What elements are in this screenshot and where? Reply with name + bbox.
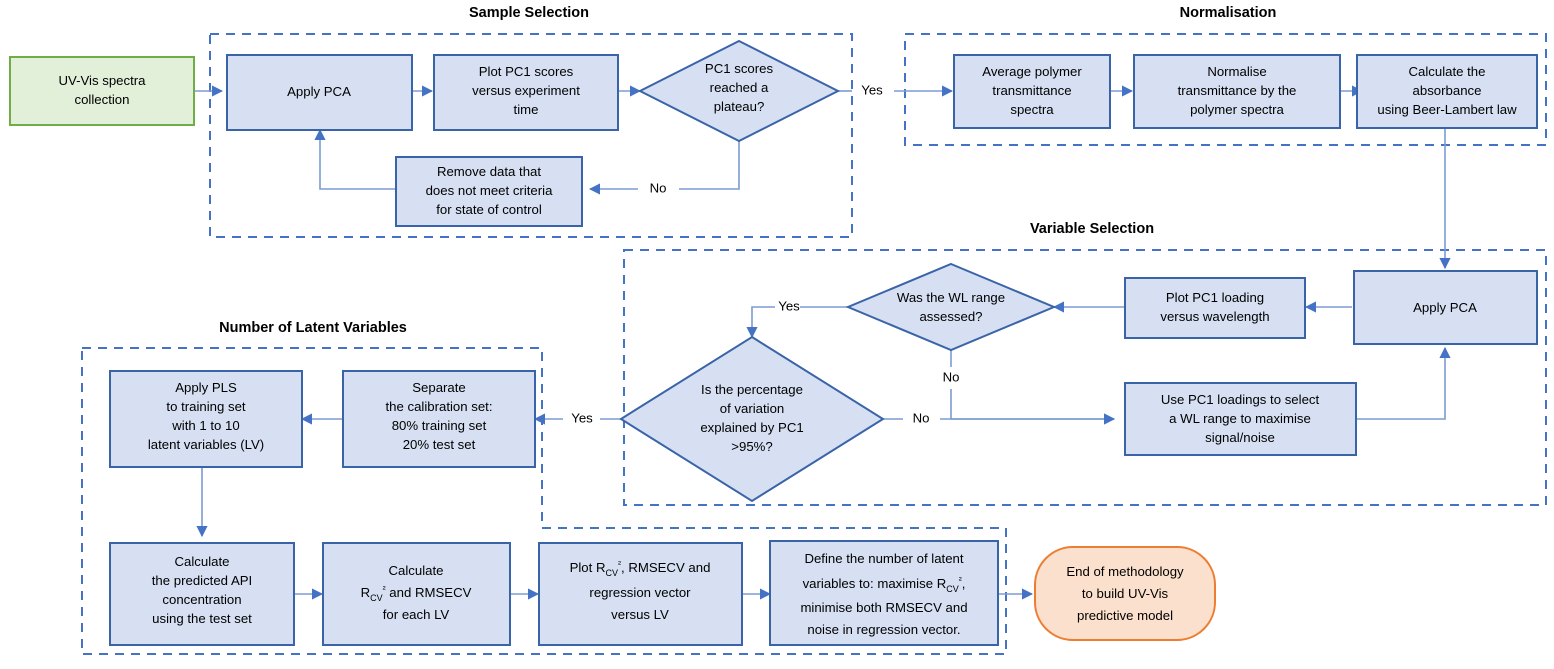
node-calcrcv-line-3: for each LV	[383, 607, 450, 622]
node-absorbance-line-2: absorbance	[1413, 83, 1482, 98]
node-wl-range-line-2: assessed?	[919, 309, 982, 324]
node-plot-pc1-scores-line-2: versus experiment	[472, 83, 580, 98]
connector-wl-yes-to-percentage	[746, 306, 775, 339]
node-end-line-2: to build UV-Vis	[1082, 586, 1169, 601]
node-define-lv[interactable]: Define the number of latent variables to…	[769, 540, 999, 646]
node-usepc1-line-2: a WL range to maximise	[1169, 411, 1311, 426]
node-calcapi-line-2: the predicted API	[152, 573, 252, 588]
edge-label-wl-no: No	[943, 369, 960, 384]
node-use-pc1-loadings[interactable]: Use PC1 loadings to select a WL range to…	[1124, 382, 1357, 456]
edge-label-percentage-yes: Yes	[571, 410, 593, 425]
node-plot-pc1-loading[interactable]: Plot PC1 loading versus wavelength	[1124, 277, 1306, 339]
node-apply-pca-1-line-1: Apply PCA	[287, 84, 351, 99]
node-end-line-1: End of methodology	[1066, 564, 1184, 579]
node-normalise-line-2: transmittance by the	[1178, 83, 1297, 98]
node-start-line-1: UV-Vis spectra	[59, 73, 147, 88]
group-box-variable-selection	[623, 249, 1547, 506]
node-definelv-line-3: minimise both RMSECV and	[800, 600, 967, 615]
node-definelv-line-2-render: variables to: maximise RCV²,	[803, 575, 966, 594]
node-apply-pls[interactable]: Apply PLS to training set with 1 to 10 l…	[109, 370, 303, 468]
node-remove-data-line-3: for state of control	[436, 202, 542, 217]
node-pc1-plateau-line-1: PC1 scores	[705, 61, 774, 76]
node-plot-loading-line-2: versus wavelength	[1160, 309, 1269, 324]
section-title-variable-selection: Variable Selection	[1030, 221, 1154, 237]
node-plot-pc1-scores-line-1: Plot PC1 scores	[479, 64, 574, 79]
node-pc1-plateau-line-3: plateau?	[714, 99, 765, 114]
node-usepc1-line-1: Use PC1 loadings to select	[1161, 392, 1320, 407]
node-remove-data-line-1: Remove data that	[437, 164, 541, 179]
connector-wl-no-to-usepc1	[950, 389, 1116, 425]
node-separate-line-4: 20% test set	[403, 437, 476, 452]
node-remove-data-line-2: does not meet criteria	[426, 183, 553, 198]
connector-plateau-no-down	[679, 131, 740, 190]
node-calcapi-line-4: using the test set	[152, 611, 252, 626]
node-applypls-line-2: to training set	[166, 399, 246, 414]
node-average-polymer[interactable]: Average polymer transmittance spectra	[953, 54, 1111, 129]
node-absorbance-line-3: using Beer-Lambert law	[1377, 102, 1517, 117]
node-remove-data[interactable]: Remove data that does not meet criteria …	[395, 156, 583, 227]
node-normalise-line-3: polymer spectra	[1190, 102, 1284, 117]
section-title-latent-variables: Number of Latent Variables	[219, 320, 407, 336]
group-box-normalisation	[904, 33, 1547, 146]
section-title-normalisation: Normalisation	[1180, 5, 1277, 21]
node-plot-pc1-scores[interactable]: Plot PC1 scores versus experiment time	[433, 54, 619, 131]
connector-usepc1-to-applypca2	[1356, 346, 1451, 420]
node-definelv-line-1: Define the number of latent	[804, 551, 963, 566]
node-percentage-line-1: Is the percentage	[701, 382, 803, 397]
node-separate-line-2: the calibration set:	[385, 399, 492, 414]
node-definelv-line-4: noise in regression vector.	[807, 622, 960, 637]
group-box-sample-selection	[209, 33, 853, 238]
node-percentage-line-2: of variation	[720, 401, 785, 416]
node-separate-line-3: 80% training set	[392, 418, 487, 433]
node-apply-pca-2[interactable]: Apply PCA	[1353, 270, 1538, 345]
node-average-polymer-line-1: Average polymer	[982, 64, 1082, 79]
node-plot-loading-line-1: Plot PC1 loading	[1166, 290, 1264, 305]
edge-label-plateau-no: No	[650, 180, 667, 195]
node-start[interactable]: UV-Vis spectra collection	[9, 56, 195, 126]
edge-label-percentage-no: No	[913, 410, 930, 425]
node-calcapi-line-3: concentration	[162, 592, 241, 607]
node-wl-range-line-1: Was the WL range	[897, 290, 1005, 305]
connector-removedata-to-applypca	[314, 128, 396, 190]
edge-label-wl-yes: Yes	[778, 298, 800, 313]
node-applypls-line-4: latent variables (LV)	[148, 437, 264, 452]
node-end-line-3: predictive model	[1077, 608, 1173, 623]
node-separate-line-1: Separate	[412, 380, 466, 395]
node-end[interactable]: End of methodology to build UV-Vis predi…	[1034, 546, 1216, 641]
node-average-polymer-line-2: transmittance	[992, 83, 1071, 98]
section-title-sample-selection: Sample Selection	[469, 5, 589, 21]
node-start-line-2: collection	[75, 92, 130, 107]
node-calculate-rcv[interactable]: Calculate RCV² and RMSECV for each LV	[322, 542, 511, 646]
node-plot-rcv[interactable]: Plot RCV², RMSECV and regression vector …	[538, 542, 743, 646]
node-plotrcv-line-3: versus LV	[611, 607, 669, 622]
node-plot-pc1-scores-line-3: time	[514, 102, 539, 117]
node-apply-pca-1[interactable]: Apply PCA	[226, 54, 413, 131]
node-calcrcv-line-1: Calculate	[389, 563, 444, 578]
node-usepc1-line-3: signal/noise	[1205, 430, 1275, 445]
node-percentage-variation-decision[interactable]: Is the percentage of variation explained…	[619, 335, 885, 503]
node-wl-range-decision[interactable]: Was the WL range assessed?	[845, 262, 1057, 352]
node-plotrcv-line-2: regression vector	[589, 585, 691, 600]
node-calculate-api[interactable]: Calculate the predicted API concentratio…	[109, 542, 295, 646]
group-box-latent-variables	[81, 347, 1007, 655]
node-pc1-plateau-line-2: reached a	[710, 80, 769, 95]
node-pc1-plateau-decision[interactable]: PC1 scores reached a plateau?	[637, 39, 841, 143]
node-calculate-absorbance[interactable]: Calculate the absorbance using Beer-Lamb…	[1356, 54, 1538, 129]
node-percentage-line-4: >95%?	[731, 439, 772, 454]
node-plotrcv-line-1-render: Plot RCV², RMSECV and	[570, 559, 711, 578]
node-percentage-line-3: explained by PC1	[700, 420, 803, 435]
node-calcrcv-line-2-render: RCV² and RMSECV	[361, 584, 472, 603]
node-calcapi-line-1: Calculate	[175, 554, 230, 569]
node-normalise-line-1: Normalise	[1207, 64, 1266, 79]
node-normalise-transmittance[interactable]: Normalise transmittance by the polymer s…	[1133, 54, 1341, 129]
node-average-polymer-line-3: spectra	[1010, 102, 1054, 117]
node-absorbance-line-1: Calculate the	[1409, 64, 1486, 79]
node-applypls-line-1: Apply PLS	[175, 380, 237, 395]
node-applypls-line-3: with 1 to 10	[171, 418, 239, 433]
node-apply-pca-2-line-1: Apply PCA	[1413, 300, 1477, 315]
node-separate-calibration[interactable]: Separate the calibration set: 80% traini…	[342, 370, 536, 468]
edge-label-plateau-yes: Yes	[861, 82, 883, 97]
